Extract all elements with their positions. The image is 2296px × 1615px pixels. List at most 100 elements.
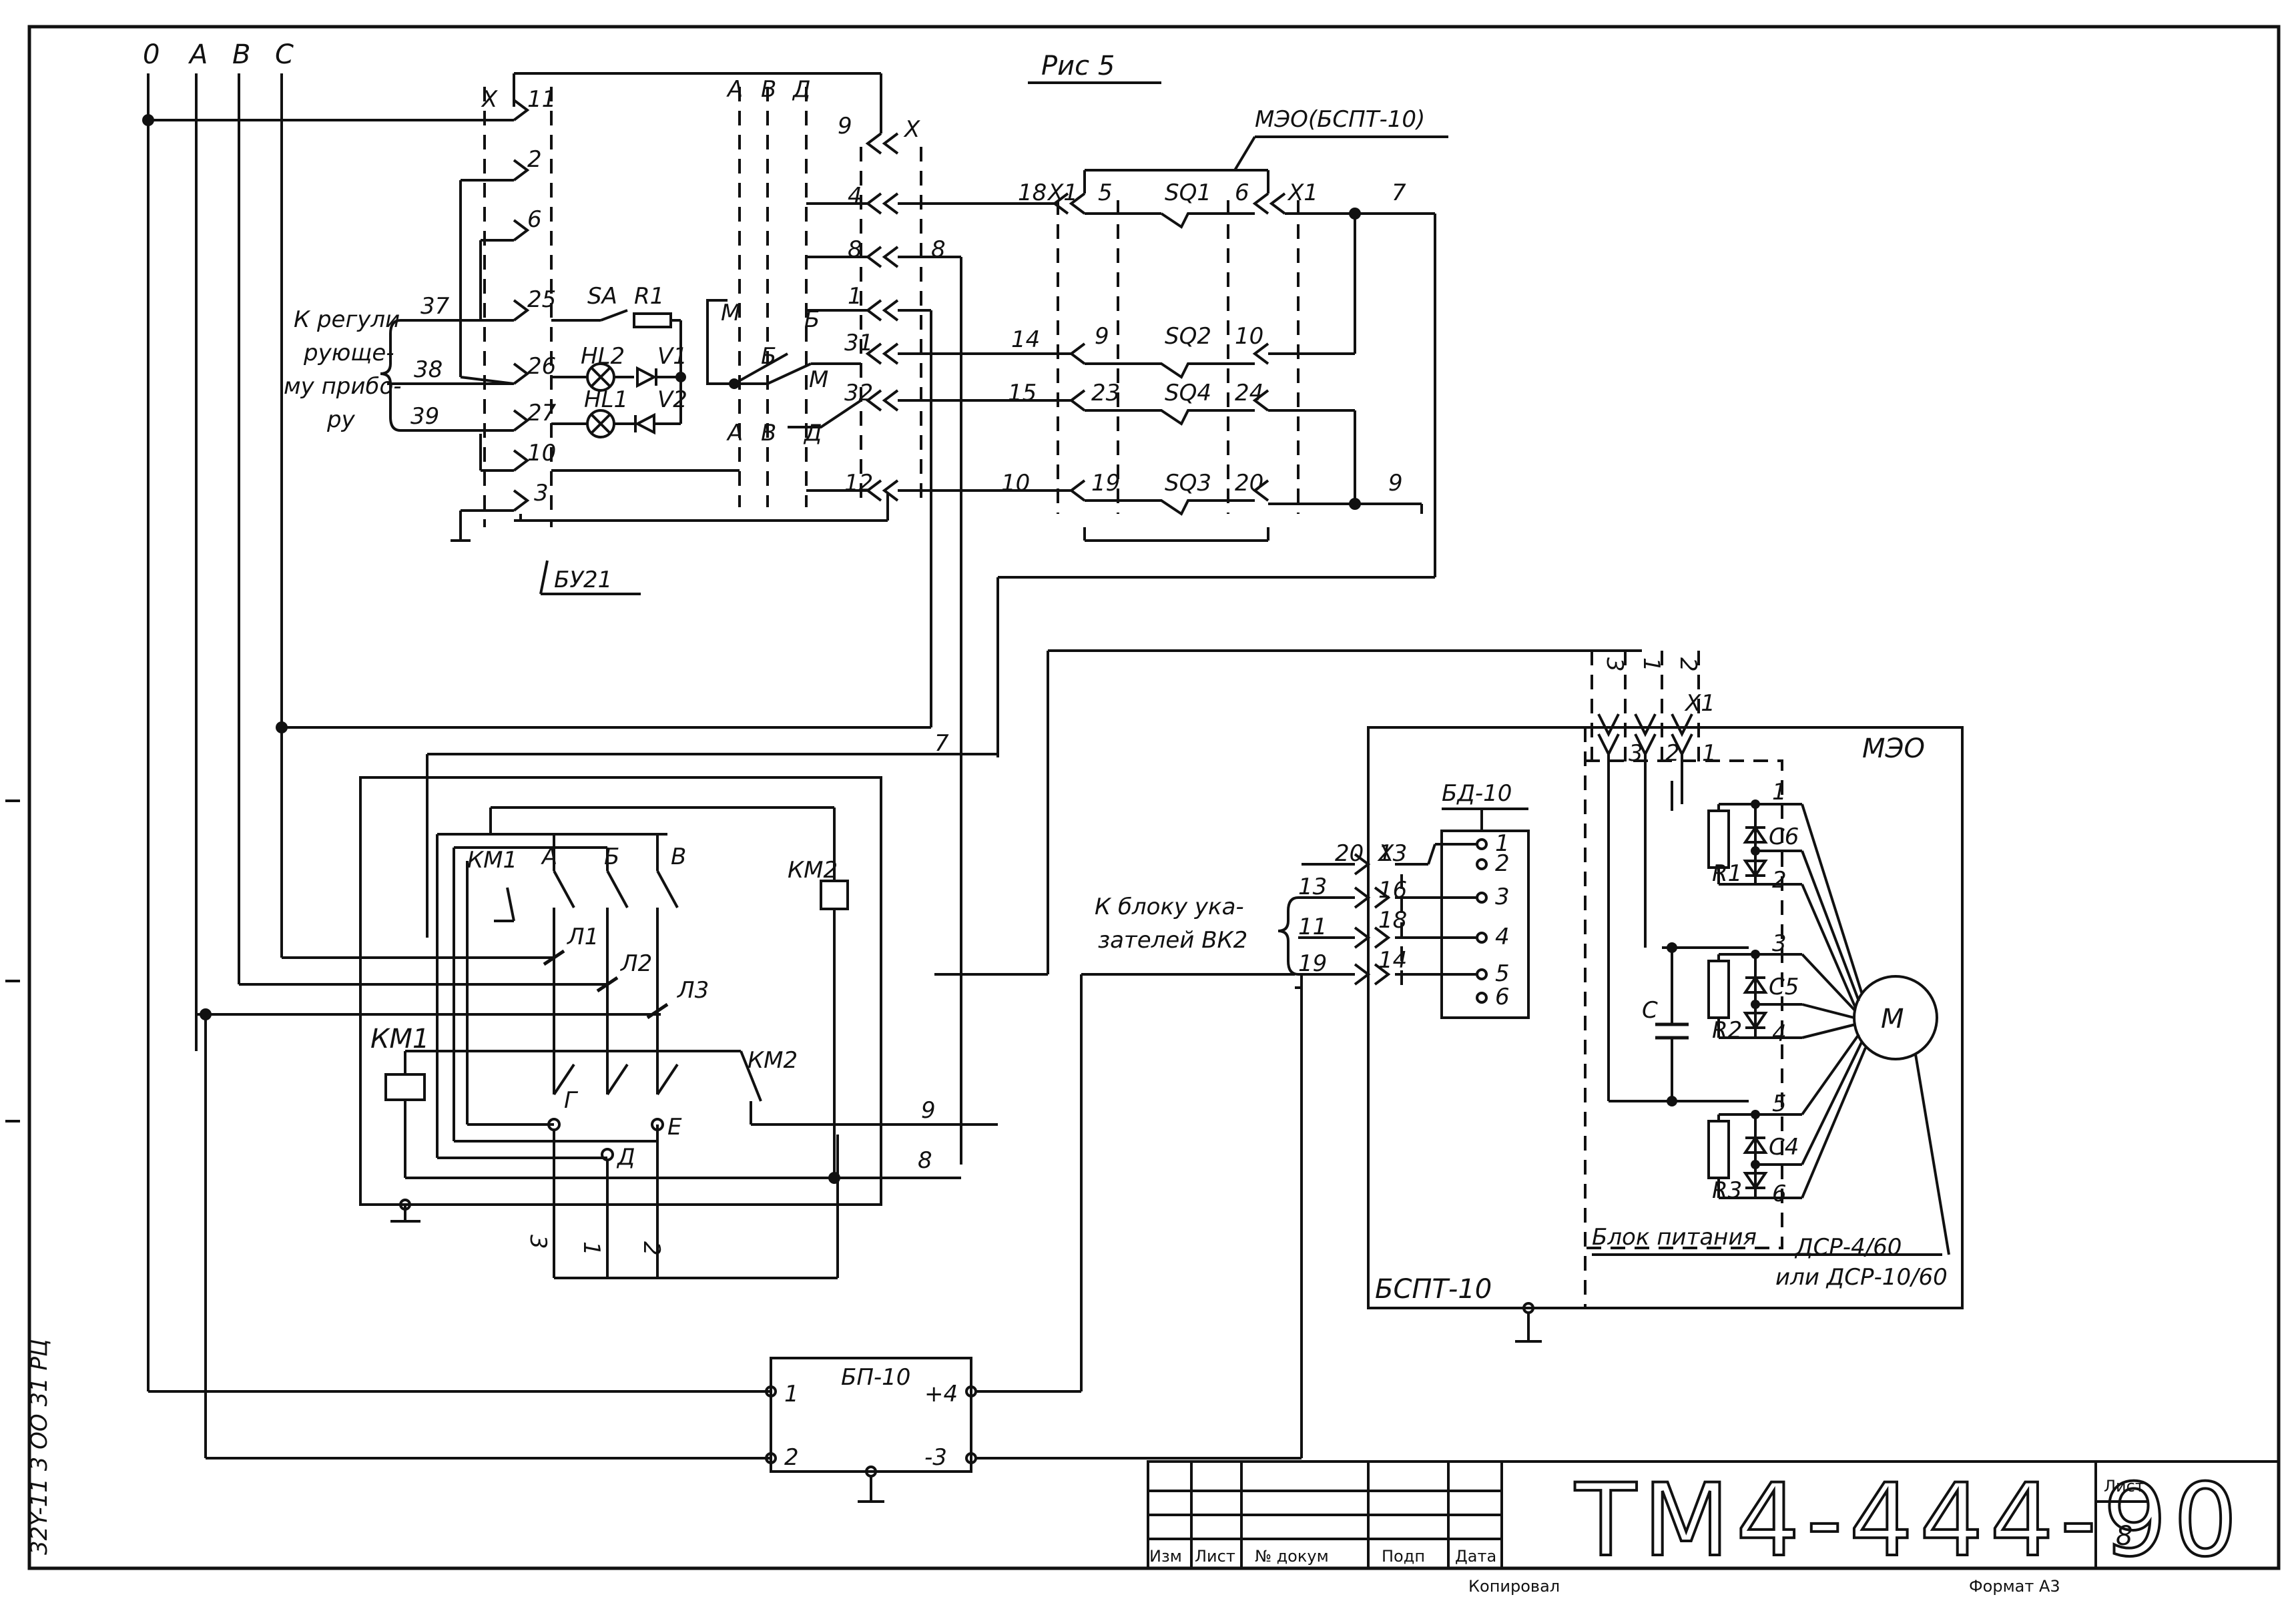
svg-text:R1: R1 [1712,860,1742,887]
svg-text:Л1: Л1 [566,924,599,950]
svg-text:10: 10 [527,440,556,466]
svg-text:V1: V1 [657,343,687,370]
svg-text:6: 6 [1235,180,1249,206]
svg-text:С6: С6 [1769,824,1799,850]
svg-text:2: 2 [527,146,542,173]
svg-text:М: М [721,300,740,326]
svg-text:5: 5 [1098,180,1113,206]
svg-text:Г: Г [564,1087,579,1114]
bspt-enclosure: БСПТ-10 МЭО Блок питания ДСР-4/60 или ДС… [1367,726,1964,1343]
svg-text:Лист: Лист [1195,1547,1235,1566]
indicator-label-2: зателей ВК2 [1098,927,1247,954]
svg-text:2: 2 [1772,867,1787,894]
svg-text:9: 9 [1095,323,1109,350]
km1-coil-label: КМ1 [370,1024,429,1054]
svg-text:8: 8 [931,236,946,263]
sheet-frame [27,25,2281,1570]
svg-text:2: 2 [638,1241,665,1256]
meo-connector-top: 3 1 2 X1 3 2 1 [934,649,1717,976]
svg-text:Л2: Л2 [619,950,652,977]
svg-text:2: 2 [1495,850,1510,877]
svg-text:13: 13 [1298,874,1327,900]
svg-text:3: 3 [1629,740,1643,767]
bu21-left-pins: X 11 2 6 25 26 27 10 3 [451,86,557,542]
svg-text:Подп: Подп [1382,1547,1425,1566]
svg-text:R1: R1 [634,283,664,310]
bu21-block: БУ21 А В Д М Б М Б А В Д [483,72,922,595]
svg-text:С5: С5 [1769,974,1799,1000]
svg-text:19: 19 [1091,470,1120,497]
indicator-input: К блоку ука- зателей ВК2 13 11 19 [1095,874,1335,977]
svg-text:X: X [481,86,498,113]
svg-text:X: X [1377,840,1394,867]
svg-text:SQ2: SQ2 [1165,323,1211,350]
svg-text:25: 25 [527,286,556,313]
svg-text:1: 1 [784,1381,799,1407]
meo-diode-groups: R1 С6 1 2 R2 С5 3 4 R3 [1707,779,1802,1207]
phase-label-0: 0 [143,39,160,70]
svg-text:26: 26 [527,353,556,380]
svg-text:19: 19 [1298,950,1327,977]
svg-text:Д: Д [616,1144,635,1171]
phase-buses: 0 А В С [142,39,771,1460]
regulator-label-4: ру [326,406,356,433]
bspt-pins: 20 X 13 16 18 14 [1295,840,1407,1458]
svg-text:38: 38 [414,356,443,383]
svg-text:R3: R3 [1712,1177,1742,1204]
km2-coil-label: КМ2 [788,857,838,884]
phase-label-a: А [188,39,208,70]
meo-limit-switches: МЭО(БСПТ-10) 18 X1 5 SQ1 6 X1 7 14 [898,106,1448,757]
figure-title: Рис 5 [1041,51,1115,81]
svg-text:10: 10 [1235,323,1263,350]
svg-text:В: В [761,76,776,103]
svg-text:27: 27 [527,400,557,426]
svg-text:9: 9 [838,113,852,139]
regulator-label-3: му прибо- [284,373,402,400]
svg-text:15: 15 [1008,380,1037,406]
svg-text:3: 3 [525,1235,551,1249]
svg-text:1: 1 [1495,830,1510,857]
svg-text:А: А [726,420,743,446]
svg-text:5: 5 [1495,960,1510,987]
svg-text:10: 10 [1001,470,1030,497]
svg-text:+4: +4 [924,1381,958,1407]
km2-contact-label: КМ2 [748,1047,798,1074]
svg-text:9: 9 [1388,470,1403,497]
svg-text:7: 7 [934,730,949,757]
svg-text:С: С [1642,997,1658,1024]
svg-text:Д: Д [792,76,811,103]
svg-text:Дата: Дата [1455,1547,1496,1566]
capacitor-c: С [1642,942,1749,1101]
svg-text:6: 6 [1495,984,1510,1010]
motor: М [1801,803,1950,1255]
bspt-label: БСПТ-10 [1375,1274,1492,1305]
svg-text:3: 3 [1495,884,1510,910]
svg-text:SQ1: SQ1 [1165,180,1211,206]
svg-text:№ докум: № докум [1255,1547,1329,1566]
svg-text:Л3: Л3 [676,977,709,1004]
svg-text:3: 3 [1772,930,1787,957]
svg-text:1: 1 [1702,740,1717,767]
svg-text:39: 39 [410,403,439,430]
dsr-label-1: ДСР-4/60 [1794,1234,1902,1261]
phase-label-c: С [275,39,294,70]
svg-text:X1: X1 [1684,690,1715,717]
svg-text:В: В [671,844,686,870]
power-supply-label: Блок питания [1592,1224,1757,1251]
svg-text:В: В [761,420,776,446]
svg-text:HL1: HL1 [584,386,628,413]
bu21-components: SA R1 HL2 V1 HL1 V2 [551,283,740,472]
svg-text:Е: Е [667,1114,682,1141]
svg-text:1: 1 [848,283,862,310]
svg-text:R2: R2 [1712,1017,1742,1044]
meo-label: МЭО [1862,733,1925,764]
meo-bspt-label: МЭО(БСПТ-10) [1255,106,1425,133]
svg-text:Д: Д [803,420,822,446]
dsr-label-2: или ДСР-10/60 [1775,1264,1948,1291]
contactor-block: 7 КМ1 КМ2 9 8 КМ2 КМ1 А Б В [206,726,998,1279]
regulator-input: К регули- рующе- му прибо- ру 37 38 39 [284,293,514,433]
svg-text:4: 4 [848,183,862,210]
svg-text:20: 20 [1335,840,1364,867]
svg-text:23: 23 [1091,380,1120,406]
phase-label-b: В [232,39,250,70]
